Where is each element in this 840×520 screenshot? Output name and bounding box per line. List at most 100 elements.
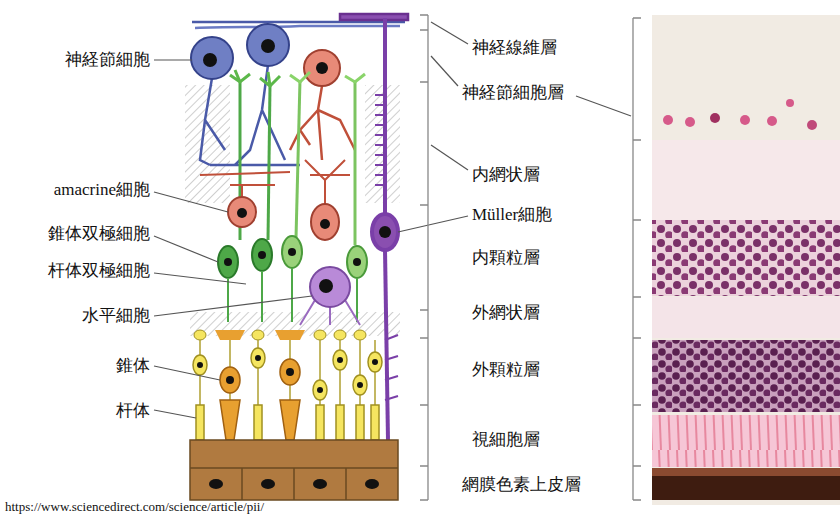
- photoreceptors-part: [226, 376, 234, 384]
- layer-brackets-part: [420, 15, 428, 500]
- cell-label: 水平細胞: [82, 306, 150, 326]
- photoreceptors: [193, 340, 382, 440]
- leader-lines-part: [154, 192, 228, 212]
- histology-section-part: [740, 115, 750, 125]
- amacrine-processes: [200, 160, 350, 205]
- photoreceptors-part: [220, 400, 240, 440]
- pigment-epithelium-part: [365, 479, 379, 489]
- photoreceptor-terminals-part: [194, 330, 206, 340]
- photoreceptors-part: [196, 405, 204, 440]
- photoreceptor-terminals: [194, 330, 366, 340]
- photoreceptors-part: [316, 405, 324, 440]
- pigment-epithelium-part: [209, 479, 223, 489]
- histology-section-part: [663, 115, 673, 125]
- layer-label: 内網状層: [472, 165, 540, 185]
- layer-label: 神経線維層: [472, 38, 557, 58]
- histology-section-part: [710, 113, 720, 123]
- histology-section: [652, 15, 840, 505]
- bipolar-cells: [218, 236, 367, 322]
- bipolar-axons-part: [354, 80, 357, 245]
- photoreceptors-part: [254, 405, 262, 440]
- bipolar-axons-part: [268, 85, 270, 240]
- ganglion-dendrites-part: [200, 78, 225, 165]
- photoreceptors-part: [357, 382, 363, 388]
- bipolar-cells-part: [252, 239, 272, 271]
- layer-label: 外網状層: [472, 303, 540, 323]
- cell-label: 錐体双極細胞: [48, 224, 150, 244]
- photoreceptors-part: [255, 355, 261, 361]
- photoreceptor-terminals-part: [354, 330, 366, 340]
- photoreceptors-part: [356, 405, 364, 440]
- layer-label: 神経節細胞層: [462, 83, 564, 103]
- bipolar-cells-part: [218, 246, 238, 278]
- leader-lines-part: [154, 273, 246, 284]
- photoreceptors-part: [200, 340, 375, 440]
- cell-label: amacrine細胞: [54, 180, 150, 200]
- amacrine-cells: [228, 197, 339, 240]
- cell-label: 神経節細胞: [65, 50, 150, 70]
- muller-cell-part: [385, 335, 398, 400]
- photoreceptor-terminals-part: [334, 330, 346, 340]
- histology-section-part: [652, 415, 840, 467]
- photoreceptors-part: [251, 348, 265, 368]
- leader-lines-part: [576, 96, 631, 116]
- photoreceptors-part: [280, 359, 300, 385]
- ganglion-cells-part: [247, 24, 289, 66]
- photoreceptors-part: [193, 355, 207, 375]
- photoreceptors-part: [353, 375, 367, 395]
- layer-label: 視細胞層: [472, 430, 540, 450]
- cell-label: 錐体: [116, 356, 150, 376]
- amacrine-processes-part: [200, 172, 290, 197]
- photoreceptors-part: [371, 405, 379, 440]
- leader-lines-part: [431, 22, 468, 44]
- amacrine-cells-part: [228, 197, 256, 227]
- leader-lines-part: [431, 56, 458, 86]
- bipolar-cells-part: [224, 258, 232, 266]
- leader-lines-part: [431, 145, 468, 170]
- plexiform-hatch-part: [365, 85, 400, 203]
- leader-lines-part: [398, 216, 468, 232]
- ganglion-cells-part: [316, 62, 328, 74]
- cell-label: Müller細胞: [472, 205, 552, 225]
- bipolar-axons-part: [260, 72, 280, 86]
- ganglion-cells-part: [304, 50, 340, 86]
- photoreceptors-part: [368, 352, 382, 372]
- bipolar-cells-part: [282, 236, 302, 268]
- pigment-epithelium-part: [190, 468, 398, 500]
- histology-brackets-part: [633, 18, 641, 500]
- cell-label: 杆体: [116, 401, 150, 421]
- layer-label: 網膜色素上皮層: [462, 475, 581, 495]
- leader-lines-part: [154, 236, 218, 262]
- muller-cell: [372, 18, 398, 440]
- leader-lines-part: [154, 366, 220, 380]
- muller-cell-part: [379, 226, 391, 238]
- histology-section-part: [652, 15, 840, 505]
- histology-section-part: [652, 468, 840, 476]
- bipolar-axons-part: [290, 72, 310, 82]
- bipolar-cells-part: [353, 258, 361, 266]
- ganglion-cells-part: [191, 37, 233, 79]
- pigment-epithelium-part: [313, 479, 327, 489]
- pigment-epithelium: [190, 440, 398, 500]
- histology-section-part: [652, 140, 840, 220]
- ganglion-cells-part: [203, 53, 217, 67]
- photoreceptors-part: [372, 359, 378, 365]
- bipolar-axons-part: [345, 74, 365, 82]
- histology-section-part: [652, 220, 840, 296]
- amacrine-cells-part: [320, 219, 330, 229]
- pigment-epithelium-part: [190, 440, 398, 500]
- amacrine-processes-part: [305, 160, 350, 205]
- nerve-fibers-part: [195, 26, 400, 28]
- ganglion-cells: [191, 24, 340, 86]
- muller-cell-part: [372, 214, 398, 250]
- layer-brackets: [420, 15, 428, 500]
- muller-cell-part: [375, 95, 383, 185]
- photoreceptors-part: [280, 400, 300, 440]
- pigment-epithelium-part: [261, 479, 275, 489]
- histology-section-part: [652, 468, 840, 500]
- histology-section-part: [652, 340, 840, 412]
- histology-section-part: [767, 116, 777, 126]
- nerve-fibers-part: [340, 14, 408, 20]
